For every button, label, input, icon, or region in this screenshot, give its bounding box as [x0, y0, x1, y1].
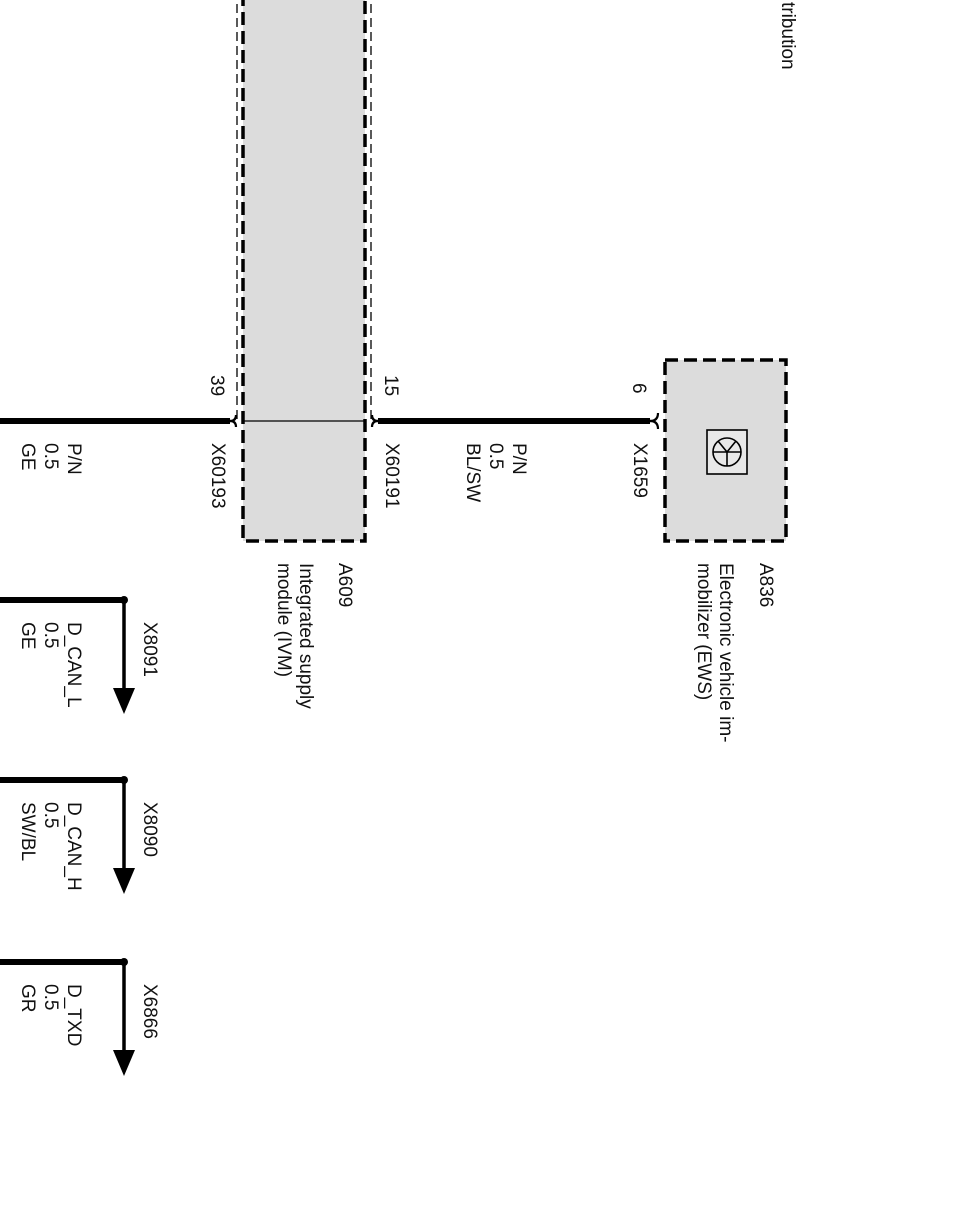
lead-x6866-size: 0.5	[40, 984, 61, 1010]
lead-x6866-connector: X6866	[139, 984, 160, 1039]
wire-ge-signal: P/N	[63, 443, 84, 475]
wire-bl-sw-color: BL/SW	[462, 443, 483, 502]
arrow-down-icon	[113, 868, 135, 894]
wire-ge-label: P/N 0.5 GE	[17, 443, 84, 475]
lead-x6866-color: GR	[17, 984, 38, 1013]
module-a609-label: A609 Integrated supply module (IVM)	[273, 563, 355, 709]
pin-39-terminal-top	[229, 414, 238, 423]
wire-bl-sw-signal: P/N	[508, 443, 529, 475]
wire-bl-sw-size: 0.5	[485, 443, 506, 469]
lead-x8090-signal: D_CAN_H	[63, 802, 84, 891]
lead-x8090-connector: X8090	[139, 802, 160, 857]
pin-15-label: 15	[380, 375, 401, 396]
lead-x8091-signal: D_CAN_L	[63, 622, 84, 708]
module-a836-id: A836	[755, 563, 776, 607]
pin-15-terminal-top	[370, 414, 379, 423]
header-fragment: tribution	[777, 2, 798, 70]
wire-ge-size: 0.5	[40, 443, 61, 469]
wire-bl-sw-label: P/N 0.5 BL/SW	[462, 443, 529, 502]
module-a836-name-2: mobilizer (EWS)	[693, 563, 714, 700]
lead-x6866-signal: D_TXD	[63, 984, 84, 1046]
lead-x8090: X8090 D_CAN_H 0.5 SW/BL	[0, 776, 160, 894]
module-a836	[663, 358, 788, 543]
module-a836-label: A836 Electronic vehicle im- mobilizer (E…	[693, 563, 776, 743]
connector-x60191-label: X60191	[381, 443, 402, 509]
module-a836-name-1: Electronic vehicle im-	[715, 563, 736, 743]
pin-6-terminal-bottom	[649, 419, 660, 430]
lead-x8091-connector: X8091	[139, 622, 160, 677]
connector-x60193-label: X60193	[207, 443, 228, 509]
pin-6-terminal	[649, 412, 660, 423]
lead-x8090-size: 0.5	[40, 802, 61, 828]
transistor-icon	[706, 429, 748, 475]
module-a609-name-2: module (IVM)	[273, 563, 294, 677]
arrow-down-icon	[113, 1050, 135, 1076]
lead-x8091-size: 0.5	[40, 622, 61, 648]
module-a609-body	[241, 0, 367, 543]
connector-x1659-label: X1659	[629, 443, 650, 498]
pin-39-label: 39	[206, 375, 227, 396]
module-a609	[236, 0, 372, 543]
pin-6-label: 6	[628, 383, 649, 394]
module-a609-id: A609	[334, 563, 355, 607]
lead-x6866: X6866 D_TXD 0.5 GR	[0, 958, 160, 1076]
lead-x8091-color: GE	[17, 622, 38, 649]
wire-ge-color: GE	[17, 443, 38, 470]
arrow-down-icon	[113, 688, 135, 714]
lead-x8090-color: SW/BL	[17, 802, 38, 861]
lead-x8091: X8091 D_CAN_L 0.5 GE	[0, 596, 160, 714]
module-a609-name-1: Integrated supply	[295, 563, 316, 709]
